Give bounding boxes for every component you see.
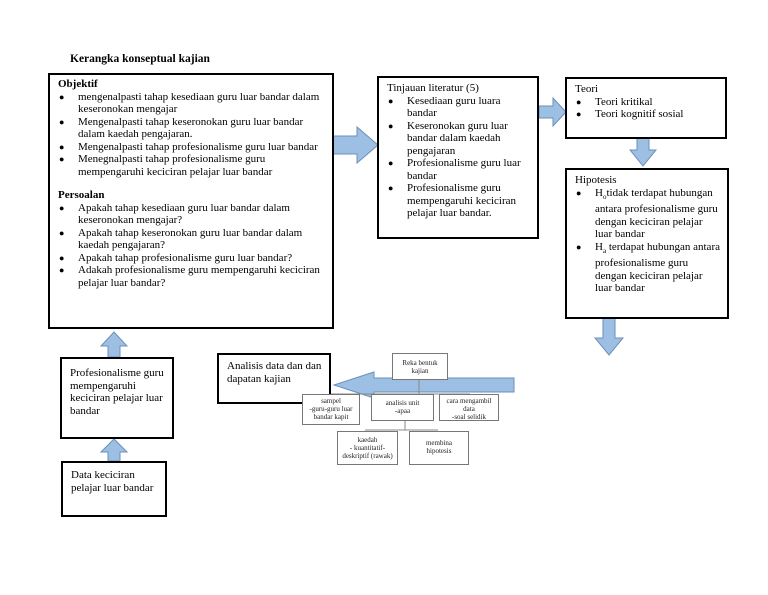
- hipotesis-title: Hipotesis: [575, 174, 617, 186]
- cara-line: cara mengambil: [446, 397, 492, 405]
- reka-bentuk-box: Reka bentuk kajian: [392, 353, 448, 380]
- list-item: Teori kognitif sosial: [575, 108, 719, 121]
- arrow-data-to-profesionalisme: [99, 438, 129, 462]
- profesionalisme-box: Profesionalisme guru mempengaruhi kecici…: [60, 357, 174, 439]
- persoalan-title: Persoalan: [58, 189, 105, 201]
- objektif-box: Objektif mengenalpasti tahap kesediaan g…: [48, 73, 334, 329]
- arrow-hipotesis-down: [593, 317, 625, 356]
- arrow-objektif-to-tinjauan: [332, 125, 379, 165]
- arrow-teori-to-hipotesis: [628, 137, 658, 167]
- list-item: Mengenalpasti tahap profesionalisme guru…: [58, 141, 326, 154]
- hipotesis-symbol: H: [595, 240, 603, 253]
- hipotesis-subscript: o: [602, 192, 607, 201]
- analisis-box: Analisis data dan dan dapatan kajian: [217, 353, 331, 404]
- kaedah-line: deskriptif (rawak): [342, 452, 393, 460]
- cara-box: cara mengambil data -soal selidik: [439, 394, 499, 421]
- tinjauan-title: Tinjauan literatur (5): [387, 82, 479, 94]
- hipotesis-symbol: H: [595, 186, 603, 199]
- hipotesis-text: tidak terdapat hubungan antara profesion…: [595, 186, 718, 241]
- list-item: Ha terdapat hubungan antara profesionali…: [575, 241, 721, 295]
- list-item: Profesionalisme guru mempengaruhi kecici…: [387, 182, 531, 220]
- teori-title: Teori: [575, 83, 599, 95]
- sampel-line: bandar kapit: [313, 413, 349, 421]
- list-item: Menegnalpasti tahap profesionalisme guru…: [58, 153, 326, 178]
- list-item: Mengenalpasti tahap keseronokan guru lua…: [58, 116, 326, 141]
- arrow-to-analisis: [332, 371, 515, 399]
- sampel-line: sampel: [321, 397, 341, 405]
- kaedah-line: kaedah: [357, 436, 378, 444]
- hipotesis-text: terdapat hubungan antara profesionalisme…: [595, 240, 720, 295]
- list-item: Teori kritikal: [575, 96, 719, 109]
- page-title: Kerangka konseptual kajian: [70, 53, 210, 65]
- persoalan-list: Apakah tahap kesediaan guru luar bandar …: [58, 202, 326, 290]
- arrow-profesionalisme-to-objektif: [99, 331, 129, 358]
- hipotesis-box: Hipotesis Hotidak terdapat hubungan anta…: [565, 168, 729, 319]
- kaedah-line: - kuantitatif-: [349, 444, 386, 452]
- list-item: mengenalpasti tahap kesediaan guru luar …: [58, 91, 326, 116]
- sampel-box: sampel -guru-guru luar bandar kapit: [302, 394, 360, 425]
- teori-box: Teori Teori kritikal Teori kognitif sosi…: [565, 77, 727, 139]
- list-item: Hotidak terdapat hubungan antara profesi…: [575, 187, 721, 241]
- reka-bentuk-line: Reka bentuk kajian: [402, 359, 438, 375]
- arrow-tinjauan-to-teori: [538, 96, 567, 128]
- tinjauan-list: Kesediaan guru luara bandar Keseronokan …: [387, 95, 531, 220]
- objektif-list: mengenalpasti tahap kesediaan guru luar …: [58, 91, 326, 179]
- list-item: Kesediaan guru luara bandar: [387, 95, 531, 120]
- hipotesis-list: Hotidak terdapat hubungan antara profesi…: [575, 187, 721, 295]
- analisis-unit-line: -apaa: [394, 407, 411, 415]
- cara-line: -soal selidik: [451, 413, 487, 421]
- list-item: Adakah profesionalisme guru mempengaruhi…: [58, 264, 326, 289]
- list-item: Keseronokan guru luar bandar dalam kaeda…: [387, 120, 531, 158]
- teori-list: Teori kritikal Teori kognitif sosial: [575, 96, 719, 121]
- tinjauan-box: Tinjauan literatur (5) Kesediaan guru lu…: [377, 76, 539, 239]
- list-item: Apakah tahap keseronokan guru luar banda…: [58, 227, 326, 252]
- membina-line: hipotesis: [426, 447, 452, 455]
- objektif-title: Objektif: [58, 78, 98, 90]
- kaedah-box: kaedah - kuantitatif- deskriptif (rawak): [337, 431, 398, 465]
- sampel-line: -guru-guru luar: [309, 405, 353, 413]
- hipotesis-subscript: a: [602, 246, 607, 255]
- analisis-unit-line: analisis unit: [385, 399, 420, 407]
- data-keciciran-box: Data keciciran pelajar luar bandar: [61, 461, 167, 517]
- membina-box: membina hipotesis: [409, 431, 469, 465]
- list-item: Profesionalisme guru luar bandar: [387, 157, 531, 182]
- list-item: Apakah tahap kesediaan guru luar bandar …: [58, 202, 326, 227]
- cara-line: data: [463, 405, 475, 413]
- membina-line: membina: [425, 439, 453, 447]
- analisis-unit-box: analisis unit -apaa: [371, 394, 434, 421]
- list-item: Apakah tahap profesionalisme guru luar b…: [58, 252, 326, 265]
